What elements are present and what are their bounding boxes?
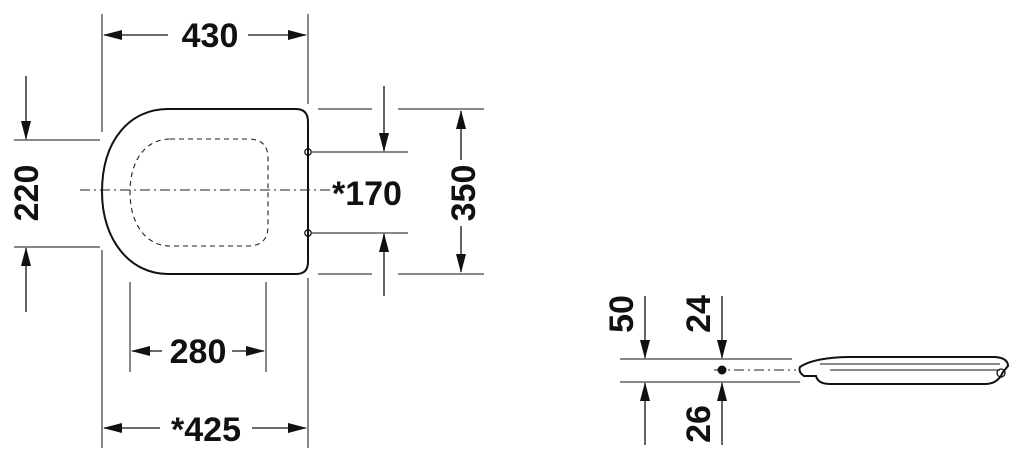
dim-24: 24 bbox=[680, 295, 727, 359]
seat-outline bbox=[100, 108, 309, 275]
dim-26: 26 bbox=[680, 382, 727, 445]
seat-opening-hidden-line bbox=[129, 138, 269, 247]
dim-label-170: *170 bbox=[332, 175, 402, 213]
dim-label-280: 280 bbox=[170, 333, 227, 371]
hinge-point-upper bbox=[304, 148, 312, 156]
dim-280: 280 bbox=[129, 282, 267, 372]
seat-side-view bbox=[798, 356, 1010, 385]
seat-top-view bbox=[100, 108, 312, 275]
side-datum-point bbox=[717, 365, 727, 375]
dim-label-50: 50 bbox=[603, 295, 641, 333]
dim-425: *425 bbox=[101, 250, 309, 449]
dim-label-220: 220 bbox=[8, 165, 46, 222]
dim-50: 50 bbox=[603, 295, 650, 445]
dim-350: 350 bbox=[318, 108, 484, 275]
dim-label-26: 26 bbox=[680, 405, 718, 443]
dim-label-430: 430 bbox=[182, 17, 239, 55]
dim-430: 430 bbox=[101, 14, 309, 132]
dim-label-24: 24 bbox=[680, 295, 718, 333]
dim-label-350: 350 bbox=[445, 165, 483, 222]
dim-170: *170 bbox=[312, 86, 408, 296]
side-hinge bbox=[996, 368, 1006, 378]
dim-220: 220 bbox=[8, 76, 100, 312]
dim-label-425: *425 bbox=[171, 411, 241, 449]
hinge-point-lower bbox=[304, 229, 312, 237]
